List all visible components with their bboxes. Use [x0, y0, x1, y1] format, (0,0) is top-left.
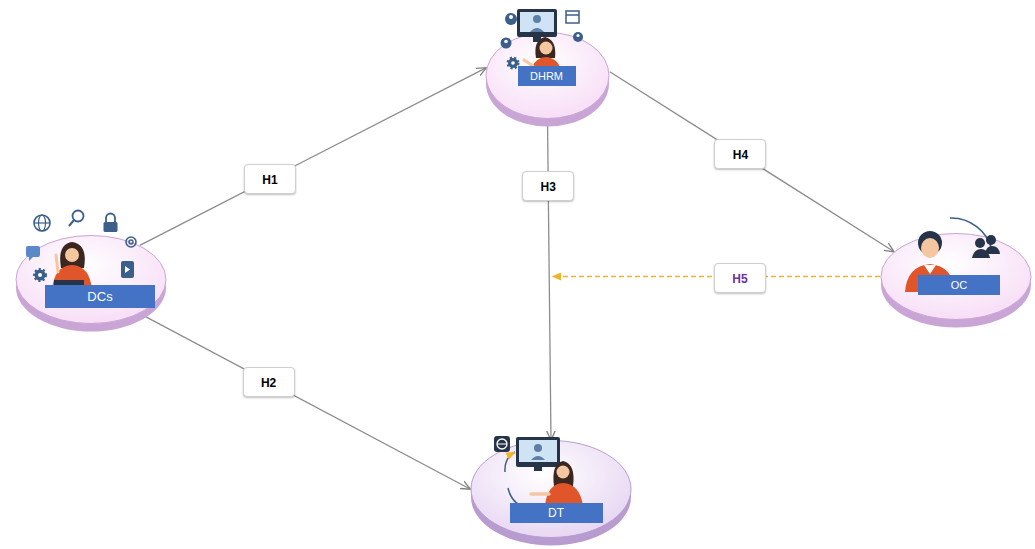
node-label: OC [918, 275, 1000, 295]
arrow-connector [548, 119, 552, 440]
digital-capabilities-figure [26, 211, 136, 291]
ellipse-node: OC [880, 233, 1032, 328]
hr-manager-figure [501, 9, 584, 78]
ellipse-node: DCs [15, 235, 167, 332]
node-label: DCs [45, 285, 155, 308]
digital-transformation-figure [494, 436, 583, 510]
hypothesis-label: H3 [522, 171, 574, 201]
ellipse-node: DHRM [485, 32, 610, 127]
hypothesis-label: H1 [244, 164, 296, 194]
ellipse-node: DT [470, 440, 632, 546]
node-label: DHRM [518, 66, 576, 86]
organisational-culture-figure [905, 218, 1000, 292]
hypothesis-label: H4 [714, 139, 766, 169]
ellipse-shape [470, 440, 632, 546]
arrow-connector [610, 72, 894, 252]
hypothesis-label: H2 [243, 367, 295, 397]
arrow-connector [140, 314, 470, 489]
ellipse-shape [15, 235, 167, 332]
hypothesis-label: H5 [714, 263, 766, 293]
arrow-connector [140, 68, 486, 245]
node-label: DT [510, 503, 603, 523]
